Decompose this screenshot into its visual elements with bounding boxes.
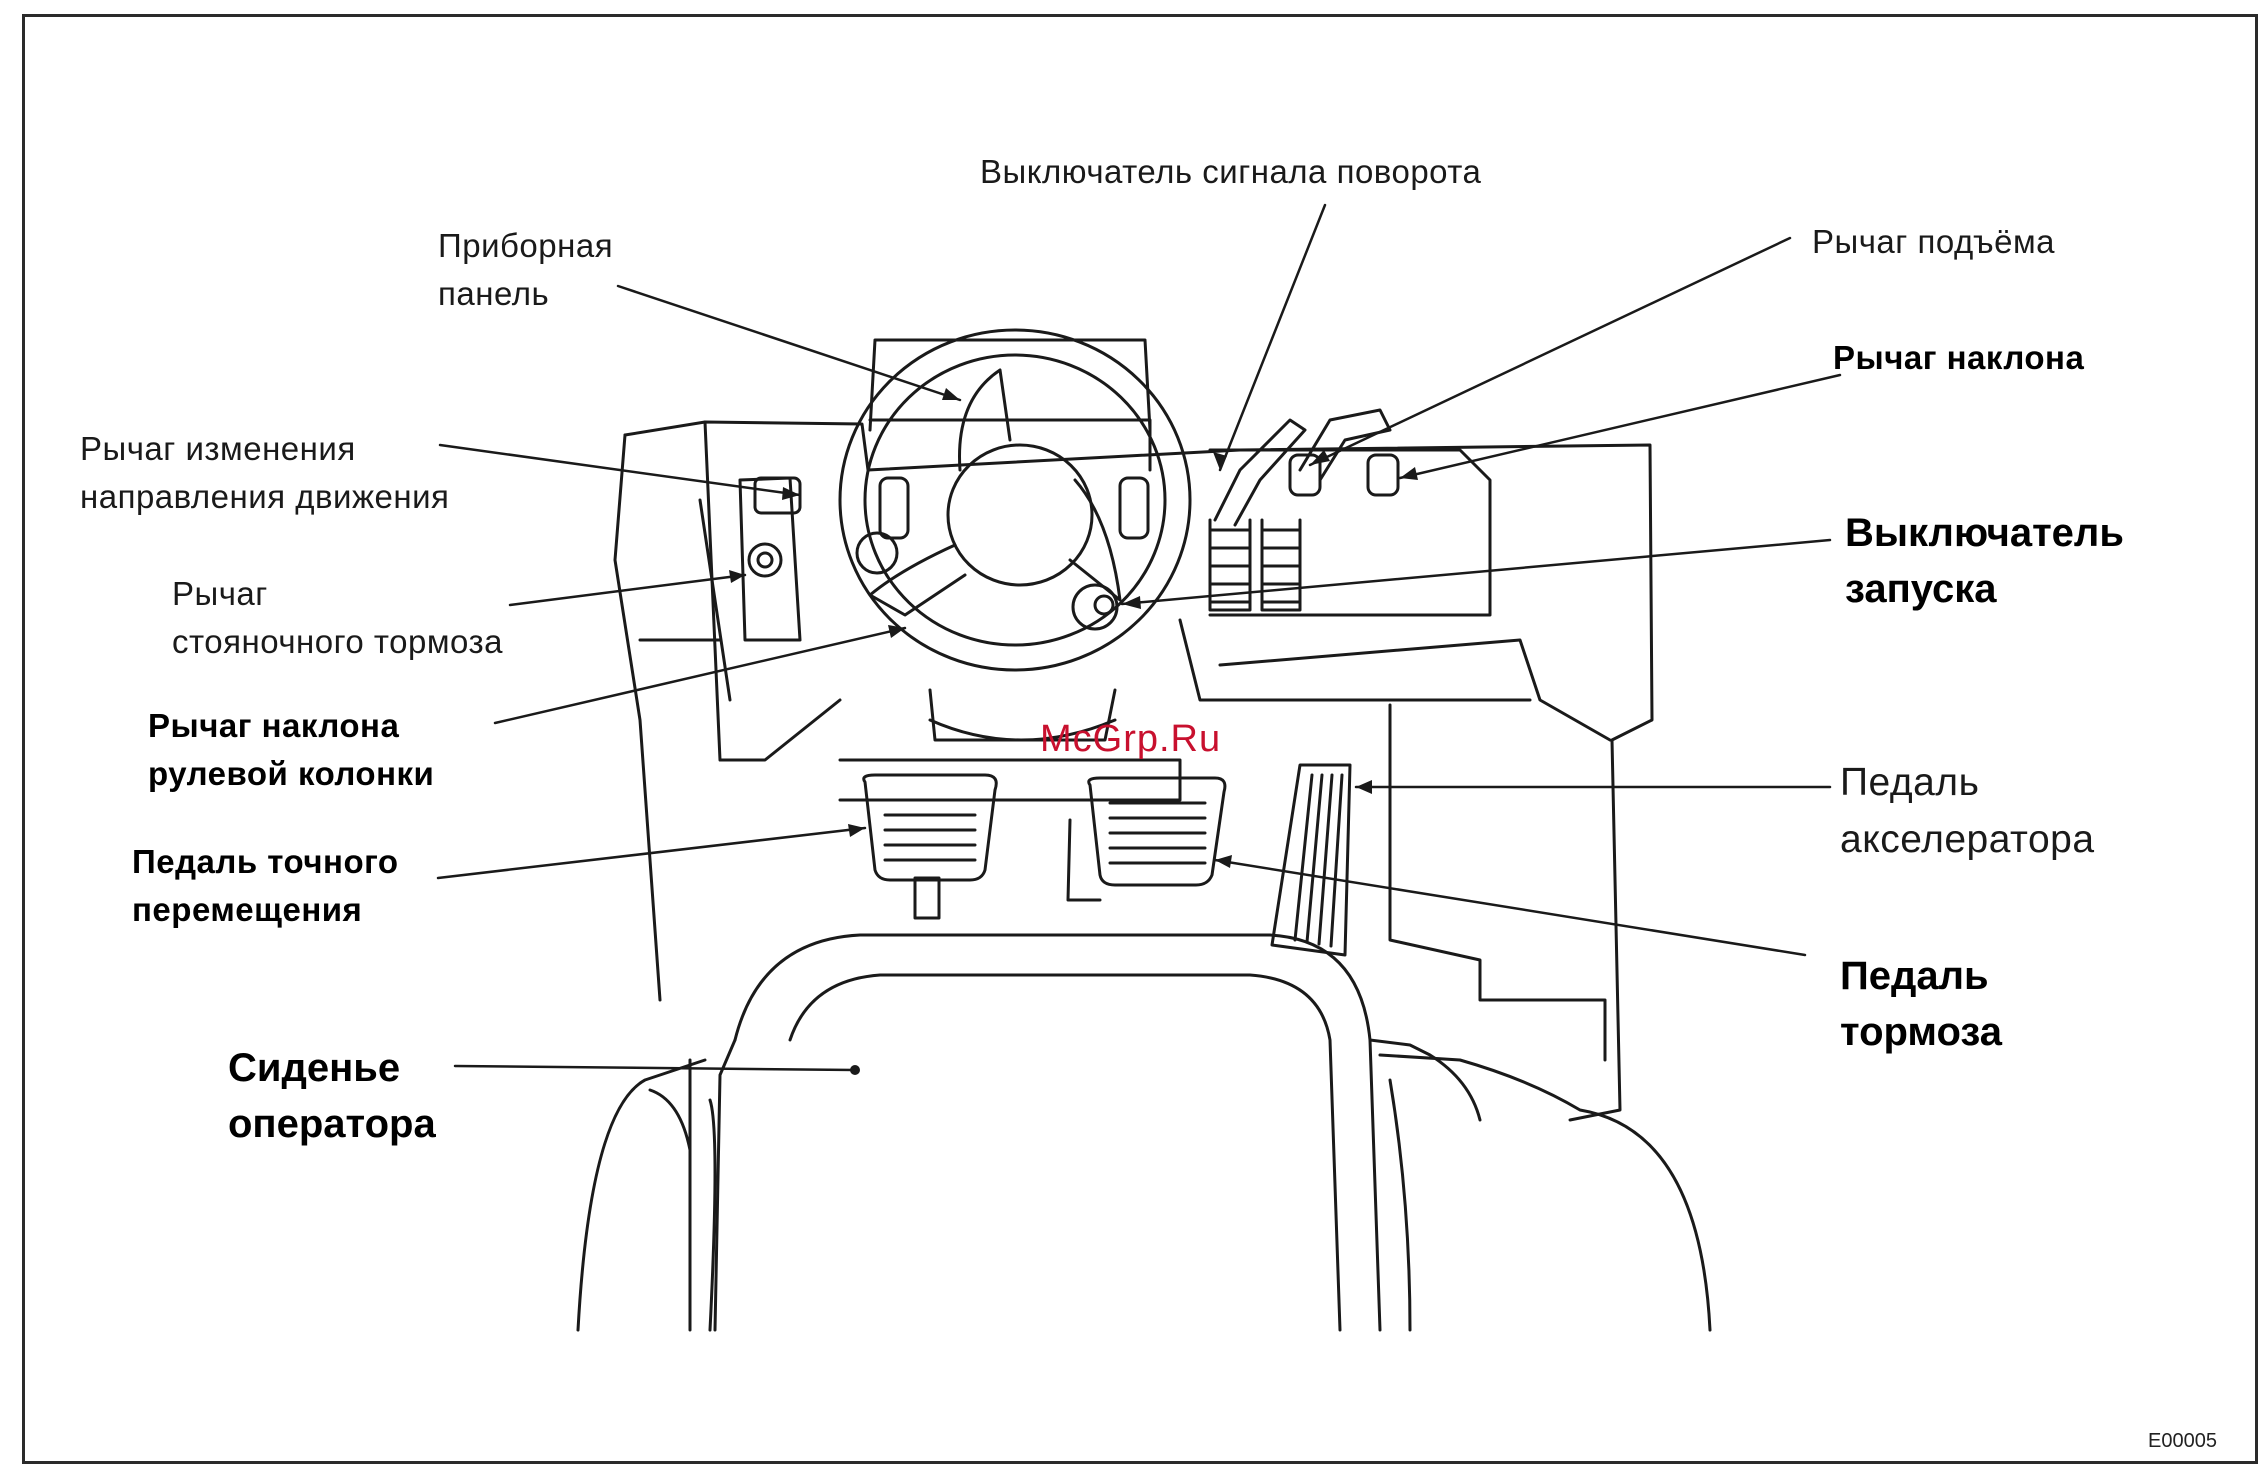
hydraulic-levers — [1210, 410, 1398, 610]
label-line: панель — [438, 270, 613, 318]
label-line: запуска — [1845, 561, 2124, 617]
label-line: перемещения — [132, 886, 399, 934]
label-line: Рычаг наклона — [1833, 334, 2084, 382]
label-tilt-lever: Рычаг наклона — [1833, 334, 2084, 382]
dashboard — [615, 420, 1652, 1120]
label-lift-lever: Рычаг подъёма — [1812, 218, 2055, 266]
lever-springs — [1210, 520, 1300, 610]
label-line: направления движения — [80, 473, 449, 521]
label-accelerator-pedal: Педаль акселератора — [1840, 755, 2095, 868]
label-line: Рычаг подъёма — [1812, 218, 2055, 266]
label-line: стояночного тормоза — [172, 618, 503, 666]
label-line: рулевой колонки — [148, 750, 434, 798]
label-line: оператора — [228, 1096, 436, 1152]
label-line: Педаль точного — [132, 838, 399, 886]
inching-pedal-shape — [864, 775, 997, 918]
label-inching-pedal: Педаль точного перемещения — [132, 838, 399, 934]
brake-pedal-shape — [1068, 778, 1225, 900]
label-line: Выключатель сигнала поворота — [980, 148, 1481, 196]
label-line: Рычаг — [172, 570, 503, 618]
watermark-text: McGrp.Ru — [1040, 718, 1221, 761]
label-line: Педаль — [1840, 948, 2002, 1004]
label-line: Рычаг изменения — [80, 425, 449, 473]
figure-code: E00005 — [2148, 1430, 2217, 1453]
label-line: Приборная — [438, 222, 613, 270]
leader-lines — [438, 205, 1840, 1070]
label-operator-seat: Сиденье оператора — [228, 1040, 436, 1152]
label-line: акселератора — [1840, 812, 2095, 869]
label-turn-signal-switch: Выключатель сигнала поворота — [980, 148, 1481, 196]
steering-wheel — [840, 330, 1190, 670]
label-parking-brake-lever: Рычаг стояночного тормоза — [172, 570, 503, 666]
label-line: Сиденье — [228, 1040, 436, 1096]
label-line: Рычаг наклона — [148, 702, 434, 750]
label-steering-tilt-lever: Рычаг наклона рулевой колонки — [148, 702, 434, 798]
label-line: Педаль — [1840, 755, 2095, 812]
label-line: Выключатель — [1845, 505, 2124, 561]
label-direction-lever: Рычаг изменения направления движения — [80, 425, 449, 521]
accelerator-pedal-shape — [1272, 765, 1350, 955]
label-ignition-switch: Выключатель запуска — [1845, 505, 2124, 617]
label-line: тормоза — [1840, 1004, 2002, 1060]
operator-seat-shape — [578, 935, 1710, 1330]
label-instrument-panel: Приборная панель — [438, 222, 613, 318]
label-brake-pedal: Педаль тормоза — [1840, 948, 2002, 1060]
